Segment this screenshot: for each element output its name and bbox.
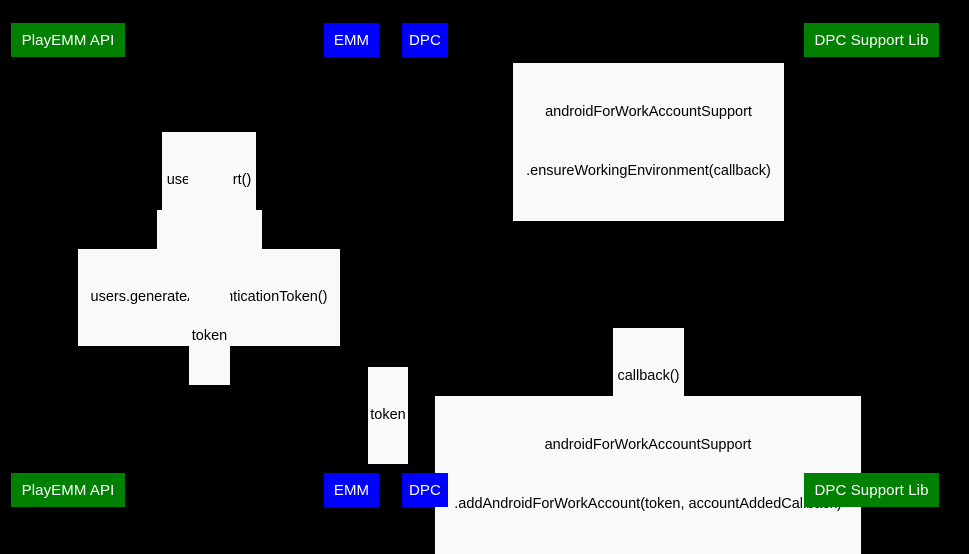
participant-footer-playemm-api-label: PlayEMM API (21, 481, 115, 499)
participant-footer-dpc-support-lib-label: DPC Support Lib (814, 481, 929, 499)
message-label-token-to-dpc-line1: token (370, 407, 406, 423)
arrow-head-users-update (67, 227, 74, 235)
participant-header-dpc-support-lib[interactable]: DPC Support Lib (804, 23, 939, 57)
message-label-add-android-for-work-account-line1: androidForWorkAccountSupport (544, 437, 752, 453)
participant-header-emm[interactable]: EMM (324, 23, 379, 57)
message-label-add-android-for-work-account: androidForWorkAccountSupport .addAndroid… (435, 396, 861, 554)
message-label-add-android-for-work-account-line2: .addAndroidForWorkAccount(token, account… (454, 495, 842, 512)
message-label-ensure-working-environment: androidForWorkAccountSupport .ensureWork… (513, 63, 784, 221)
lifeline-emm (350, 57, 351, 473)
lifeline-dpc (424, 57, 425, 473)
participant-header-emm-label: EMM (333, 31, 370, 49)
message-label-callback-line1: callback() (617, 368, 680, 384)
sequence-diagram-canvas: PlayEMM API EMM DPC DPC Support Lib andr… (11, 23, 939, 554)
lifeline-playemm-api (67, 57, 68, 473)
participant-header-dpc-label: DPC (409, 31, 441, 49)
arrow-head-add-android-for-work-account (864, 433, 871, 441)
arrow-head-user-id (343, 188, 350, 196)
participant-footer-dpc-support-lib[interactable]: DPC Support Lib (804, 473, 939, 507)
lifeline-dpc-support-lib (871, 57, 872, 473)
participant-header-dpc-support-lib-label: DPC Support Lib (814, 31, 929, 49)
participant-header-playemm-api[interactable]: PlayEMM API (11, 23, 125, 57)
message-label-token-to-emm: token (189, 288, 230, 385)
message-label-ensure-working-environment-line1: androidForWorkAccountSupport (545, 104, 752, 120)
arrow-head-users-insert (67, 149, 74, 157)
participant-footer-dpc-label: DPC (409, 481, 441, 499)
arrow-head-users-generate-authentication-token (67, 266, 74, 274)
arrow-head-token-to-dpc (417, 384, 424, 392)
arrow-head-ensure-working-environment (864, 100, 871, 108)
message-label-token-to-emm-line1: token (191, 328, 228, 344)
participant-footer-dpc[interactable]: DPC (402, 473, 448, 507)
participant-header-playemm-api-label: PlayEMM API (21, 31, 115, 49)
arrow-head-token-to-emm (343, 306, 350, 314)
message-label-ensure-working-environment-line2: .ensureWorkingEnvironment(callback) (526, 162, 771, 179)
arrow-head-callback (424, 345, 431, 353)
participant-header-dpc[interactable]: DPC (402, 23, 448, 57)
participant-footer-playemm-api[interactable]: PlayEMM API (11, 473, 125, 507)
message-label-token-to-dpc: token (368, 367, 408, 464)
participant-footer-emm-label: EMM (333, 481, 370, 499)
participant-footer-emm[interactable]: EMM (324, 473, 379, 507)
